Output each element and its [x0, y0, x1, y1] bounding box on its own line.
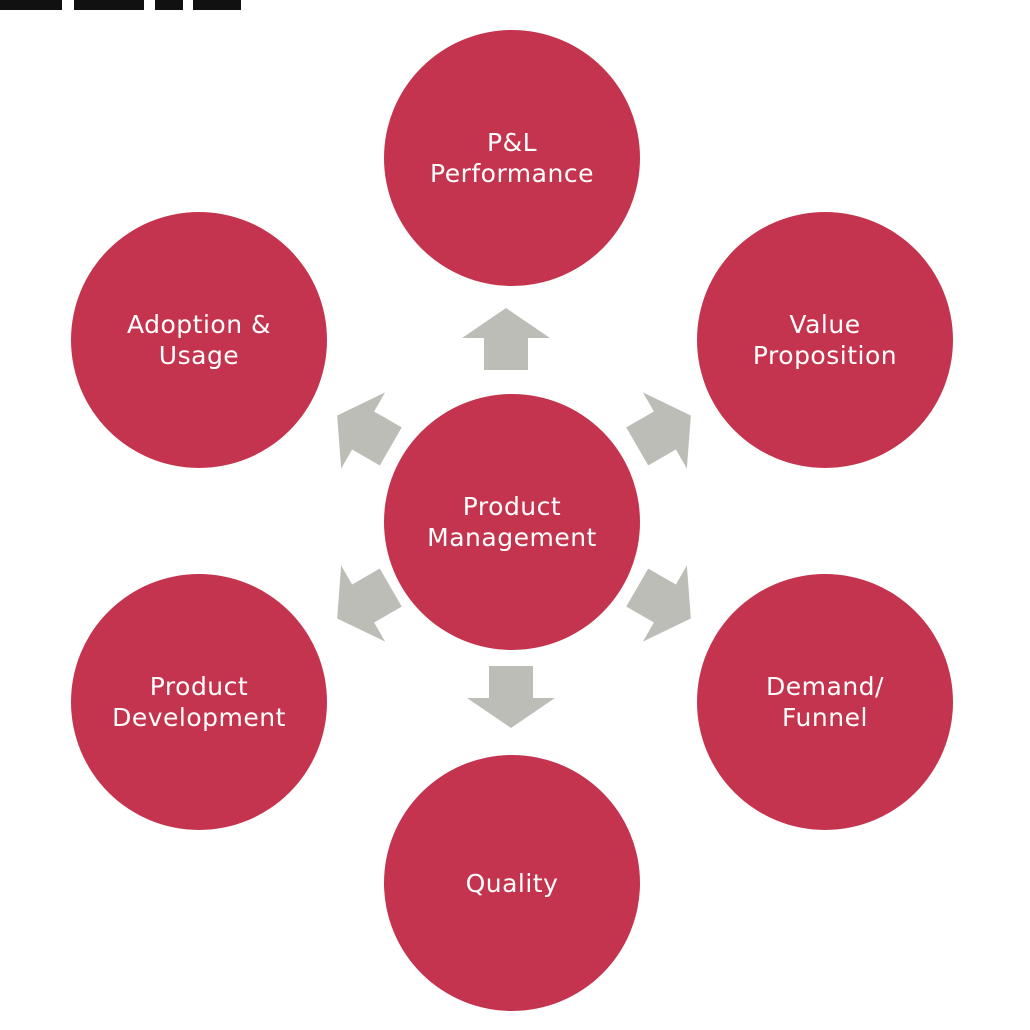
node-label: Quality [465, 868, 559, 898]
cropped-header-text [0, 0, 250, 16]
node-adoption-usage: Adoption & Usage [71, 212, 327, 468]
node-demand-funnel: Demand/ Funnel [697, 574, 953, 830]
node-label: Adoption & Usage [126, 310, 272, 370]
arrow-to-pl-performance [462, 308, 550, 370]
node-quality: Quality [384, 755, 640, 1011]
node-label: Demand/ Funnel [766, 672, 884, 732]
node-label: Value Proposition [752, 310, 898, 370]
node-product-development: Product Development [71, 574, 327, 830]
header-glyph-fragment [193, 0, 241, 10]
node-label: P&L Performance [430, 128, 594, 188]
arrow-to-quality [467, 666, 555, 728]
node-label: Product Development [112, 672, 286, 732]
node-pl-performance: P&L Performance [384, 30, 640, 286]
center-node-label: Product Management [427, 492, 597, 552]
arrow-to-demand-funnel [615, 549, 713, 656]
arrow-to-product-development [315, 549, 413, 656]
node-value-proposition: Value Proposition [697, 212, 953, 468]
arrow-to-value-proposition [615, 377, 713, 484]
header-glyph-fragment [74, 0, 144, 10]
center-node-product-management: Product Management [384, 394, 640, 650]
arrow-to-adoption-usage [315, 377, 413, 484]
header-glyph-fragment [155, 0, 183, 10]
header-glyph-fragment [0, 0, 62, 10]
